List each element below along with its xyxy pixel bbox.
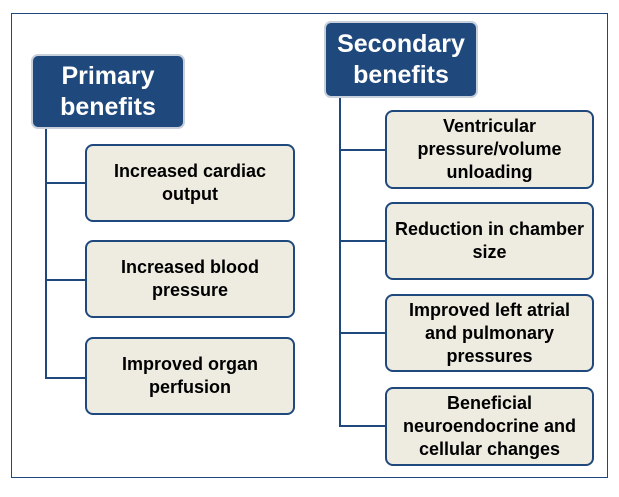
primary-benefit-box: Improved organ perfusion xyxy=(85,337,295,415)
diagram-frame xyxy=(11,13,608,478)
connector xyxy=(45,377,85,379)
connector xyxy=(45,182,85,184)
connector xyxy=(339,240,385,242)
connector xyxy=(339,149,385,151)
connector xyxy=(339,425,385,427)
connector xyxy=(45,279,85,281)
connector xyxy=(339,332,385,334)
secondary-benefit-box: Improved left atrial and pulmonary press… xyxy=(385,294,594,372)
secondary-benefit-box: Reduction in chamber size xyxy=(385,202,594,280)
primary-connector-vertical xyxy=(45,128,47,379)
primary-benefit-box: Increased cardiac output xyxy=(85,144,295,222)
secondary-benefit-box: Ventricular pressure/volume unloading xyxy=(385,110,594,189)
secondary-benefits-header: Secondary benefits xyxy=(324,21,478,98)
primary-benefits-header: Primary benefits xyxy=(31,54,185,129)
primary-benefit-box: Increased blood pressure xyxy=(85,240,295,318)
secondary-connector-vertical xyxy=(339,97,341,427)
secondary-benefit-box: Beneficial neuroendocrine and cellular c… xyxy=(385,387,594,466)
